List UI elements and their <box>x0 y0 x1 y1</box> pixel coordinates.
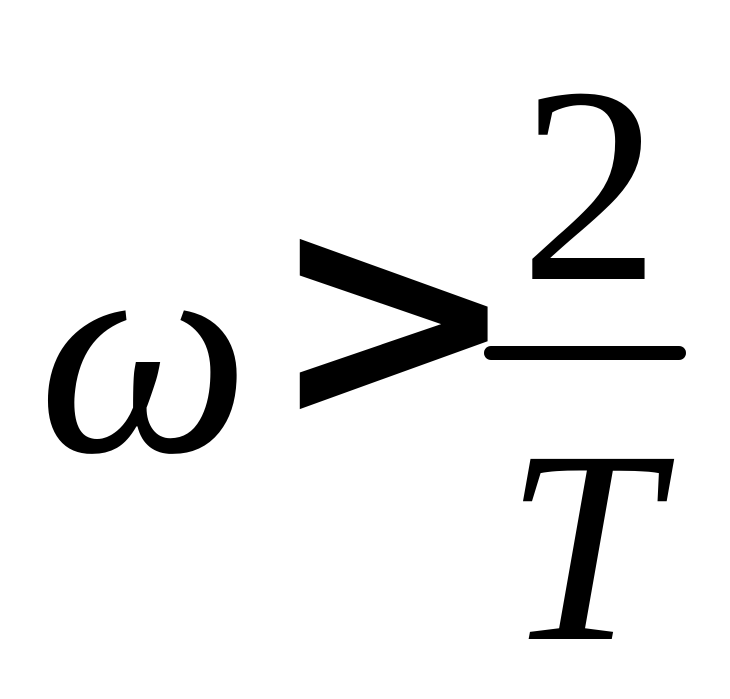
greater-than-operator: > <box>268 140 520 489</box>
math-formula: ω > 2 T <box>38 29 686 699</box>
fraction-bar <box>484 346 686 360</box>
fraction-denominator: T <box>505 395 658 699</box>
fraction-numerator: 2 <box>520 29 660 340</box>
omega-symbol: ω <box>38 184 250 516</box>
